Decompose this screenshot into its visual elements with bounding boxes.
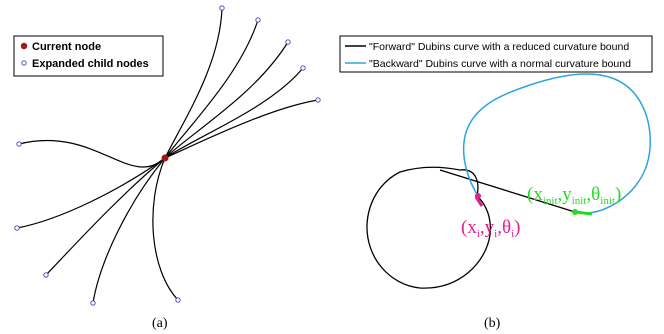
pink-heading-mark [474,196,484,207]
child-node [255,17,261,23]
child-curve-2 [164,19,259,159]
pink-pose-marker [474,193,484,207]
current-node-legend-marker [20,42,28,50]
child-node [300,65,306,71]
child-node [90,300,96,306]
legend-a-box [13,35,164,77]
child-node [175,297,181,303]
legend-b-box [339,35,653,73]
forward-loop [366,166,492,289]
child-curve-7 [16,157,166,229]
child-curve-6 [18,139,166,168]
child-node [14,225,20,231]
backward-loop [462,73,651,215]
child-node-legend-marker [21,60,27,66]
panel-a: Current node Expanded child nodes [13,5,321,331]
child-nodes [14,5,321,306]
child-curve-10 [152,157,179,301]
child-curve-1 [164,7,223,159]
legend-backward: "Backward" Dubins curve with a normal cu… [369,58,631,70]
child-node [16,141,22,147]
child-curve-4 [164,67,304,159]
forward-dubins-curve [366,166,576,289]
child-curve-8 [45,157,166,276]
caption-a: (a) [152,316,168,331]
panel-b: "Forward" Dubins curve with a reduced cu… [339,35,653,331]
child-node [43,272,49,278]
current-node [161,154,169,162]
caption-b: (b) [484,316,501,331]
forward-straight [439,169,576,213]
child-node [219,5,225,11]
label-pose-init: (xinit,yinit,θinit) [527,184,621,207]
green-heading-mark [574,210,593,216]
legend-current-node: Current node [32,41,101,53]
backward-dubins-curve [462,73,651,215]
child-curves [16,7,319,304]
child-node [315,97,321,103]
child-curve-3 [164,41,289,159]
child-curve-9 [92,157,166,304]
legend-a: Current node Expanded child nodes [13,35,164,77]
legend-forward: "Forward" Dubins curve with a reduced cu… [369,41,629,53]
child-curve-5 [164,99,319,159]
legend-expanded-child-nodes: Expanded child nodes [32,58,149,70]
legend-b: "Forward" Dubins curve with a reduced cu… [339,35,653,73]
green-pose-marker [572,209,593,216]
label-pose-i: (xi,yi,θi) [461,217,520,240]
child-node [285,39,291,45]
